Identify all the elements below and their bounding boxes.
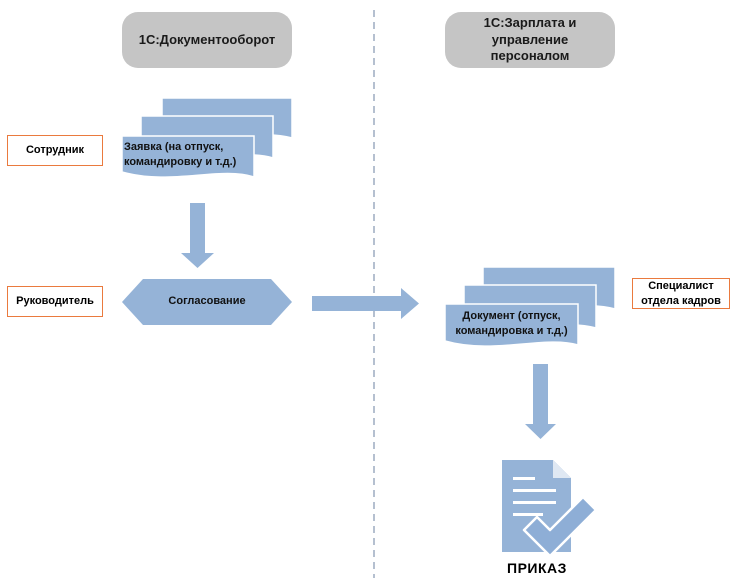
approval-hexagon: [122, 279, 292, 325]
role-manager: Руководитель: [7, 286, 103, 317]
arrow-document-to-order: [525, 364, 556, 439]
lane-title-right: 1С:Зарплата и управление персоналом: [445, 12, 615, 68]
request-label: Заявка (на отпуск, командировку и т.д.): [124, 141, 237, 168]
approval-label: Согласование: [168, 295, 246, 307]
lane-title-left: 1С:Документооборот: [122, 12, 292, 68]
checkmark-icon: [522, 495, 598, 558]
document-multidocument: [444, 266, 616, 347]
role-employee: Сотрудник: [7, 135, 103, 166]
role-hr-specialist: Специалист отдела кадров: [632, 278, 730, 309]
document-label: Документ (отпуск, командировка и т.д.): [455, 310, 568, 337]
order-caption: ПРИКАЗ: [507, 560, 567, 576]
request-multidocument: [121, 97, 293, 179]
arrow-request-to-approval: [181, 203, 214, 268]
arrow-approval-to-document: [312, 288, 419, 319]
